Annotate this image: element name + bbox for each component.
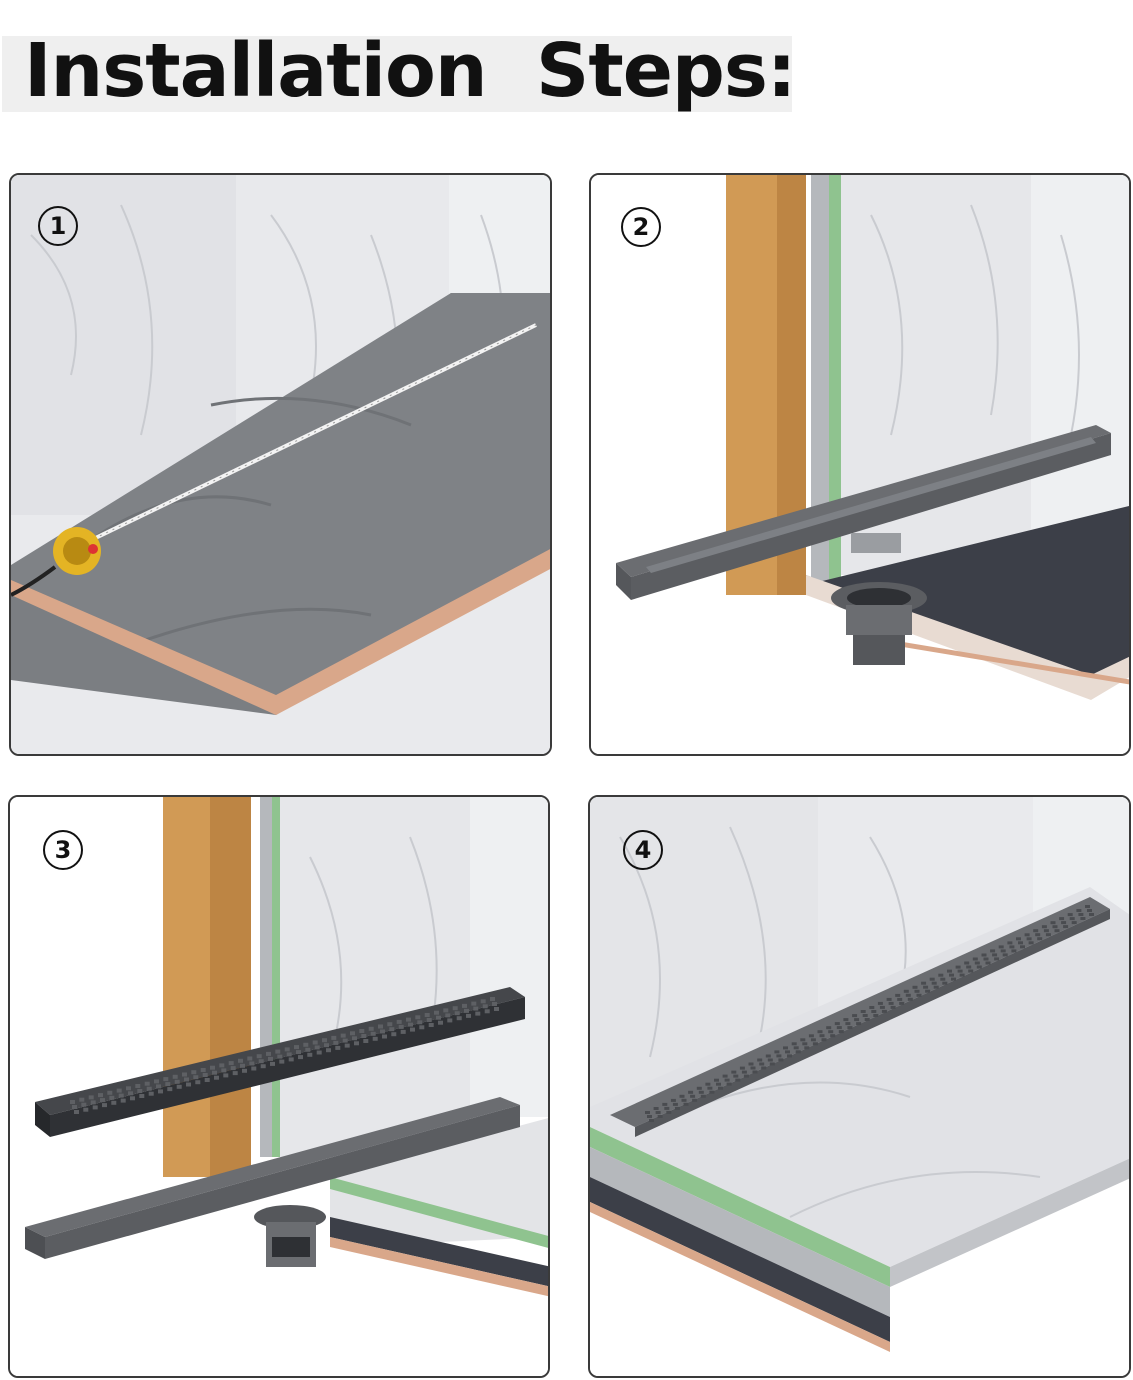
step-number-4: 4 bbox=[623, 830, 663, 870]
grate-hole-pattern bbox=[70, 997, 499, 1114]
step-number-1: 1 bbox=[38, 206, 78, 246]
tape-measure-floor-illustration bbox=[11, 175, 550, 754]
page-title: Installation Steps: bbox=[24, 28, 796, 114]
finished-drain-illustration bbox=[590, 797, 1129, 1376]
step-2-panel: 2 bbox=[589, 173, 1131, 756]
step-3-panel: 3 bbox=[8, 795, 550, 1378]
grate-hole-pattern bbox=[645, 905, 1094, 1122]
drain-channel bbox=[616, 425, 1111, 600]
drain-outlet-icon bbox=[254, 1205, 326, 1267]
drain-channel-illustration bbox=[591, 175, 1129, 754]
tape-measure-icon bbox=[11, 527, 101, 597]
step-number-2: 2 bbox=[621, 207, 661, 247]
step-1-panel: 1 bbox=[9, 173, 552, 756]
grate-cover-illustration bbox=[10, 797, 548, 1376]
drain-outlet-icon bbox=[831, 533, 927, 665]
step-4-panel: 4 bbox=[588, 795, 1131, 1378]
step-number-3: 3 bbox=[43, 830, 83, 870]
title-banner: Installation Steps: bbox=[2, 28, 796, 114]
drain-channel bbox=[25, 1097, 520, 1259]
